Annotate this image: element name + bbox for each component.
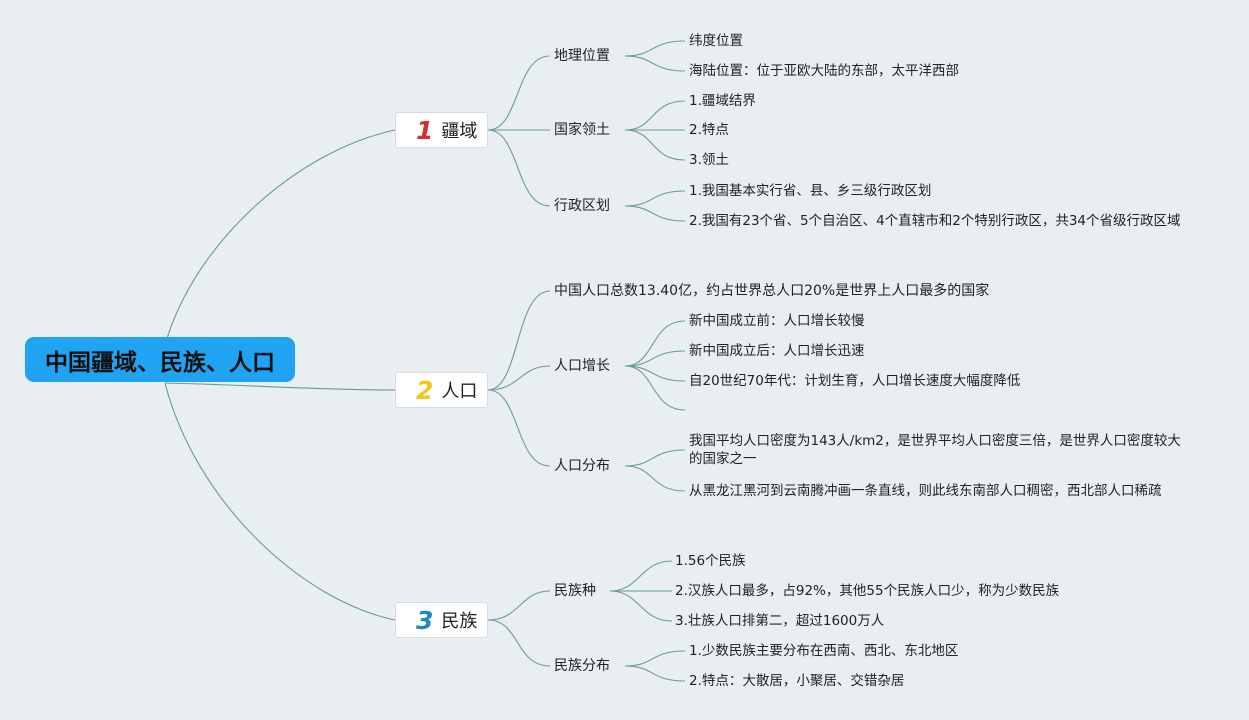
connector-line: [624, 465, 686, 492]
subtopic-population-growth[interactable]: 人口增长: [554, 358, 610, 374]
connector-line: [624, 365, 686, 411]
leaf-topic[interactable]: 2.特点：大散居，小聚居、交错杂居: [689, 673, 905, 689]
leaf-topic[interactable]: 2.汉族人口最多，占92%，其他55个民族人口少，称为少数民族: [675, 583, 1060, 599]
subtopic-ethnic-groups[interactable]: 民族种: [554, 583, 596, 599]
subtopic-admin-division[interactable]: 行政区划: [554, 198, 610, 214]
connector-line: [624, 40, 686, 57]
connector-line: [624, 190, 686, 207]
connector-line: [624, 205, 686, 222]
connector-line: [487, 55, 551, 131]
subtopic-population-distribution[interactable]: 人口分布: [554, 458, 610, 474]
leaf-topic[interactable]: 2.我国有23个省、5个自治区、4个直辖市和2个特别行政区，共34个省级行政区域: [689, 213, 1181, 229]
leaf-topic[interactable]: 1.56个民族: [675, 553, 746, 569]
connector-line: [624, 350, 686, 367]
leaf-topic[interactable]: 自20世纪70年代：计划生育，人口增长速度大幅度降低: [689, 373, 1021, 389]
branch-topic-1[interactable]: 1 疆域: [395, 112, 488, 148]
connector-line: [624, 665, 686, 682]
subtopic-population-total[interactable]: 中国人口总数13.40亿，约占世界总人口20%是世界上人口最多的国家: [554, 283, 990, 299]
connector-line: [164, 382, 396, 621]
connector-line: [164, 382, 396, 391]
leaf-topic[interactable]: 新中国成立前：人口增长较慢: [689, 313, 865, 329]
connector-line: [624, 365, 686, 382]
leaf-topic[interactable]: 1.疆域结界: [689, 93, 756, 109]
subtopic-territory[interactable]: 国家领土: [554, 122, 610, 138]
leaf-topic[interactable]: 1.少数民族主要分布在西南、西北、东北地区: [689, 643, 959, 659]
subtopic-ethnic-distribution[interactable]: 民族分布: [554, 658, 610, 674]
connector-line: [609, 590, 673, 622]
branch-label: 民族: [441, 611, 478, 632]
leaf-topic[interactable]: 新中国成立后：人口增长迅速: [689, 343, 865, 359]
leaf-topic[interactable]: 从黑龙江黑河到云南腾冲画一条直线，则此线东南部人口稠密，西北部人口稀疏: [689, 483, 1162, 499]
branch-topic-2[interactable]: 2 人口: [395, 372, 488, 408]
connector-line: [624, 55, 686, 72]
subtopic-geo-location[interactable]: 地理位置: [554, 48, 610, 64]
leaf-topic[interactable]: 我国平均人口密度为143人/km2，是世界平均人口密度三倍，是世界人口密度较大的…: [689, 433, 1181, 467]
branch-topic-3[interactable]: 3 民族: [395, 602, 488, 638]
connector-line: [487, 365, 551, 391]
number-2-icon: 2: [416, 375, 434, 405]
leaf-topic[interactable]: 3.领土: [689, 152, 729, 168]
leaf-topic[interactable]: 1.我国基本实行省、县、乡三级行政区划: [689, 183, 932, 199]
branch-label: 疆域: [441, 121, 478, 142]
leaf-topic[interactable]: 海陆位置：位于亚欧大陆的东部，太平洋西部: [689, 63, 959, 79]
connector-line: [609, 560, 673, 592]
connector-line: [624, 650, 686, 667]
connector-line: [164, 129, 396, 346]
connector-line: [487, 619, 551, 667]
connector-line: [487, 129, 551, 207]
connector-line: [624, 449, 686, 467]
leaf-topic[interactable]: 纬度位置: [689, 33, 743, 49]
connector-line: [487, 389, 551, 467]
connector-line: [487, 290, 551, 391]
number-1-icon: 1: [416, 115, 434, 145]
connector-line: [487, 590, 551, 621]
connector-line: [624, 100, 686, 131]
root-topic[interactable]: 中国疆域、民族、人口: [25, 337, 295, 382]
leaf-topic[interactable]: 2.特点: [689, 122, 729, 138]
connector-line: [624, 320, 686, 367]
number-3-icon: 3: [416, 605, 434, 635]
branch-label: 人口: [441, 381, 478, 402]
connector-line: [624, 129, 686, 161]
leaf-topic[interactable]: 3.壮族人口排第二，超过1600万人: [675, 613, 885, 629]
